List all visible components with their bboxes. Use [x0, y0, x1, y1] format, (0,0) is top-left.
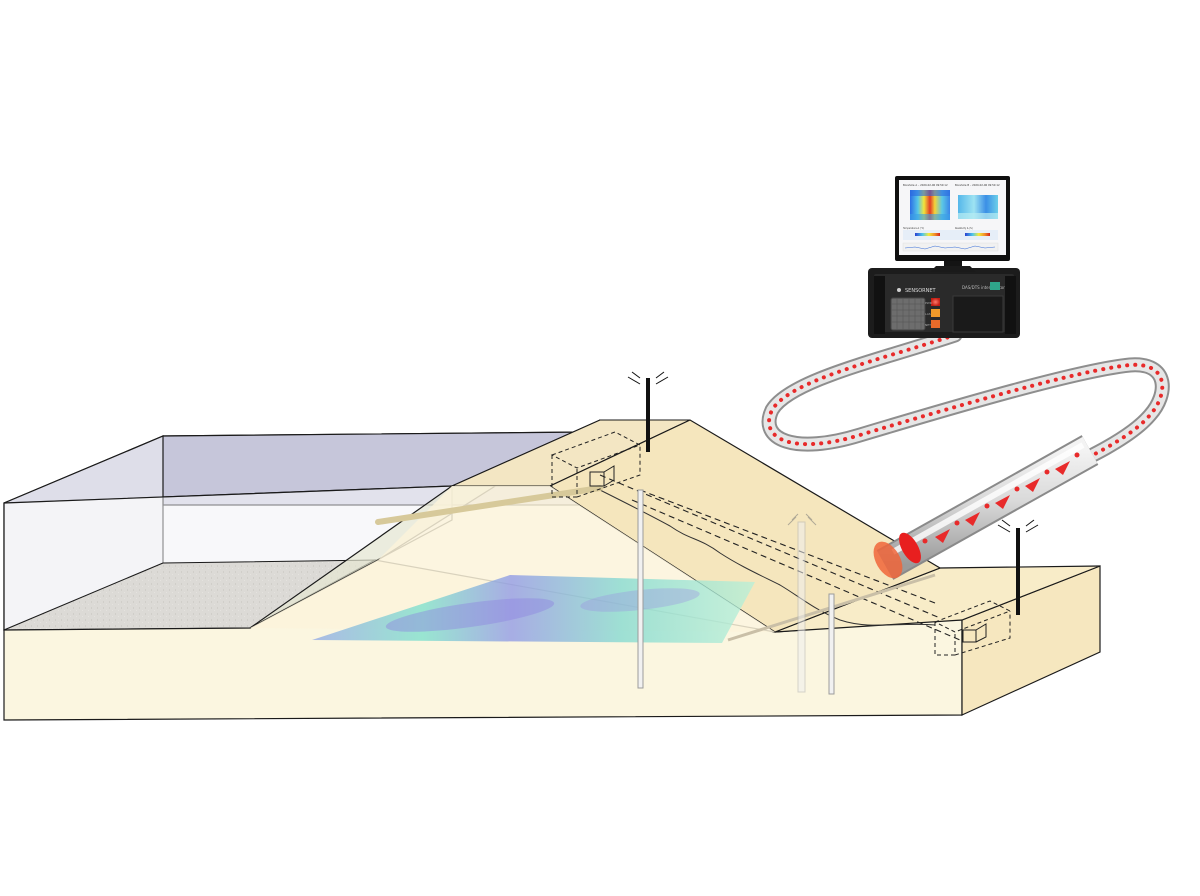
monitor: Borehole A – 2020-02-06 09:50:12 Borehol… — [895, 176, 1010, 272]
borehole-crest — [637, 489, 644, 689]
colorbar-b — [965, 233, 990, 236]
crest-sensor-node — [589, 471, 605, 487]
status-display — [990, 282, 1000, 290]
monitor-neck — [944, 261, 962, 267]
device-brand: SENSORNET — [905, 288, 937, 294]
power-led-icon — [931, 298, 940, 306]
network-led-icon — [931, 320, 940, 328]
panel-b-title: Borehole B – 2020-02-06 09:50:12 — [955, 183, 1000, 187]
borehole-toe — [828, 593, 835, 695]
antenna-crest-icon — [627, 371, 669, 452]
fiber-direction-arrows — [935, 461, 1070, 543]
fiber-entry-heat-ring — [873, 541, 903, 579]
drive-bay — [952, 295, 1004, 333]
reservoir — [3, 431, 591, 631]
buried-fiber-line — [599, 489, 936, 626]
fiber-optic-cable — [761, 327, 1170, 580]
toe-sensor-node — [962, 629, 977, 643]
borehole-slope — [787, 513, 817, 693]
panel-a-title: Borehole A – 2020-02-06 09:50:12 — [903, 183, 948, 187]
interrogator-device: SENSORNET DAS/DTS interrogator PWR LAS N… — [868, 268, 1020, 338]
led-label-power: PWR — [925, 301, 932, 305]
buried-cable-trench — [375, 474, 961, 642]
led-label-laser: LAS — [925, 312, 931, 316]
legend-b: Resistivity Δ (%) — [955, 227, 973, 230]
brand-logo-icon — [897, 288, 901, 292]
legend-a: Temperature Δ (°C) — [903, 227, 924, 230]
monitor-stand — [930, 266, 976, 272]
colorbar-a — [915, 233, 940, 236]
laser-led-icon — [931, 309, 940, 317]
speaker-grill — [890, 297, 926, 331]
led-label-network: NET — [925, 323, 931, 327]
sensor-box-toe — [933, 600, 1012, 656]
fiber-signal-dots — [767, 333, 1165, 507]
antenna-toe-icon — [997, 519, 1039, 615]
device-model: DAS/DTS interrogator — [962, 285, 1005, 290]
upstream-pipe — [375, 485, 603, 525]
sensor-box-crest — [550, 431, 642, 498]
fiber-cable-loop — [761, 327, 1170, 513]
